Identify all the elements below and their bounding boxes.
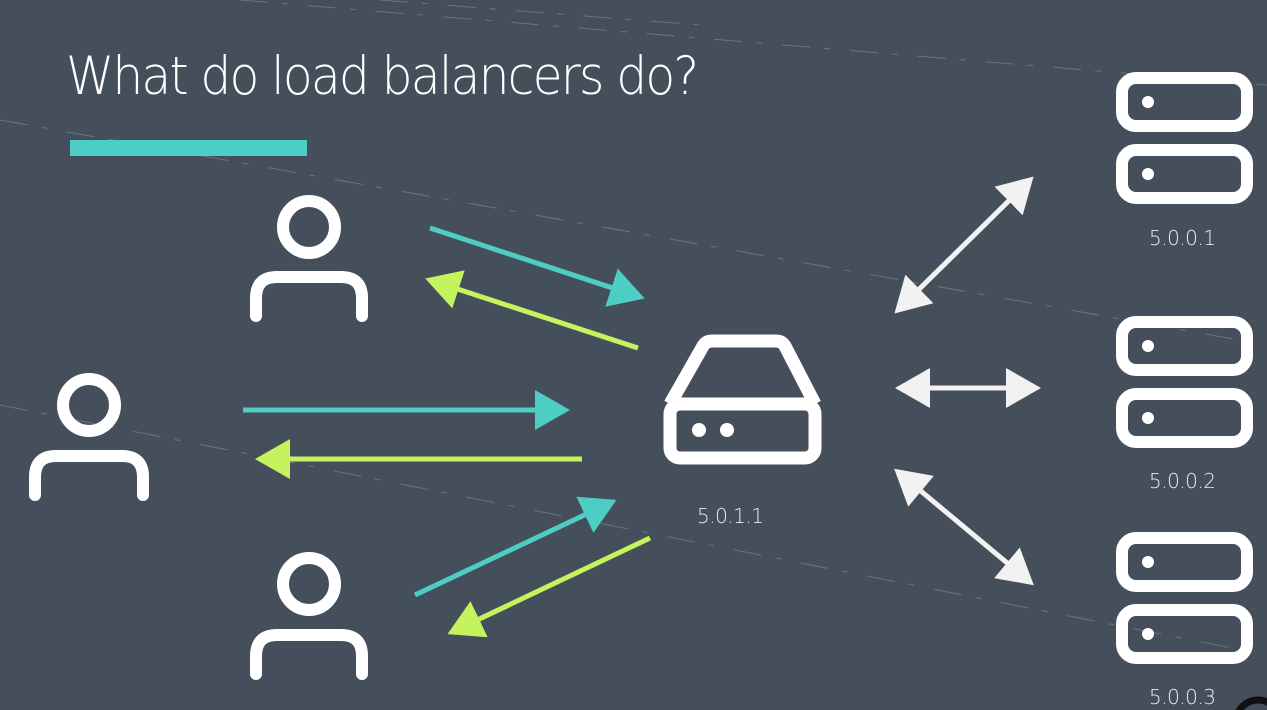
server-led-icon <box>1142 340 1154 352</box>
corner-logo-icon <box>1235 696 1267 710</box>
server-led-icon <box>1142 168 1154 180</box>
server-led-icon <box>1142 412 1154 424</box>
server-icon <box>1116 72 1253 204</box>
server-led-icon <box>1142 628 1154 640</box>
background-guide-lines <box>0 0 1267 656</box>
title-accent-bar <box>70 140 307 156</box>
response-arrow-top <box>425 270 639 351</box>
server-icon <box>1116 316 1253 448</box>
hard-drive-icon <box>663 334 822 465</box>
backend-arrow-top <box>894 176 1034 314</box>
server-led-icon <box>1142 96 1154 108</box>
response-arrow-bottom <box>447 535 652 638</box>
server-ip-label: 5.0.0.2 <box>1149 469 1216 493</box>
user-icon <box>29 373 149 501</box>
user-icon <box>250 195 368 322</box>
server-icon <box>1116 532 1253 664</box>
drive-led-icon <box>692 423 706 437</box>
server-led-icon <box>1142 556 1154 568</box>
user-icon <box>250 552 368 680</box>
request-arrow-bottom <box>413 496 617 598</box>
drive-led-icon <box>720 423 734 437</box>
request-arrow-top <box>429 225 645 307</box>
server-ip-label: 5.0.0.1 <box>1149 226 1216 250</box>
load-balancer-ip-label: 5.0.1.1 <box>697 504 764 528</box>
server-ip-label: 5.0.0.3 <box>1149 685 1216 709</box>
backend-arrow-bottom <box>894 468 1034 586</box>
page-title: What do load balancers do? <box>66 46 699 107</box>
